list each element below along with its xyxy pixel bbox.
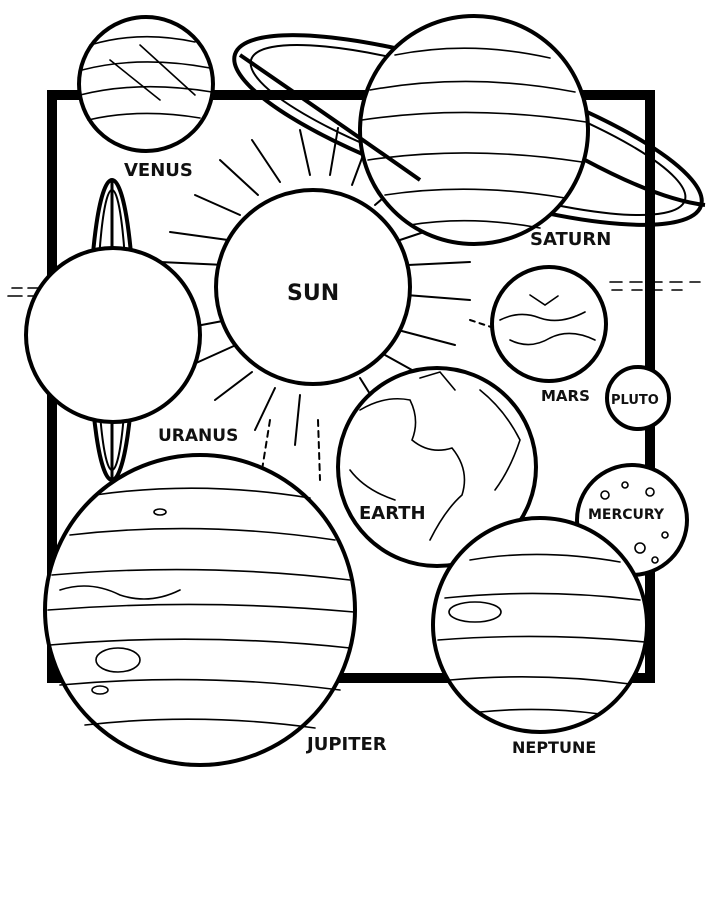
mars-label: MARS (541, 387, 590, 405)
sun-planet (214, 188, 412, 386)
earth-planet (336, 366, 538, 568)
mercury-label: MERCURY (588, 507, 665, 523)
venus-label: VENUS (124, 160, 193, 181)
earth-label: EARTH (359, 503, 426, 524)
earth-continents (349, 371, 521, 541)
saturn-bands (361, 47, 587, 229)
pluto-planet (605, 365, 671, 431)
jupiter-bands (47, 487, 355, 729)
sun-label: SUN (287, 281, 339, 306)
neptune-bands (437, 553, 646, 715)
pluto-label: PLUTO (611, 393, 659, 408)
venus-texture (79, 35, 213, 121)
uranus-planet (24, 246, 202, 424)
jupiter-label: JUPITER (305, 734, 387, 755)
neptune-planet (431, 516, 649, 734)
saturn-label: SATURN (530, 229, 611, 250)
venus-planet (77, 15, 215, 153)
neptune-label: NEPTUNE (512, 738, 596, 757)
saturn-planet (358, 14, 590, 246)
uranus-label: URANUS (158, 426, 238, 446)
mars-texture (499, 294, 596, 346)
mars-planet (490, 265, 608, 383)
